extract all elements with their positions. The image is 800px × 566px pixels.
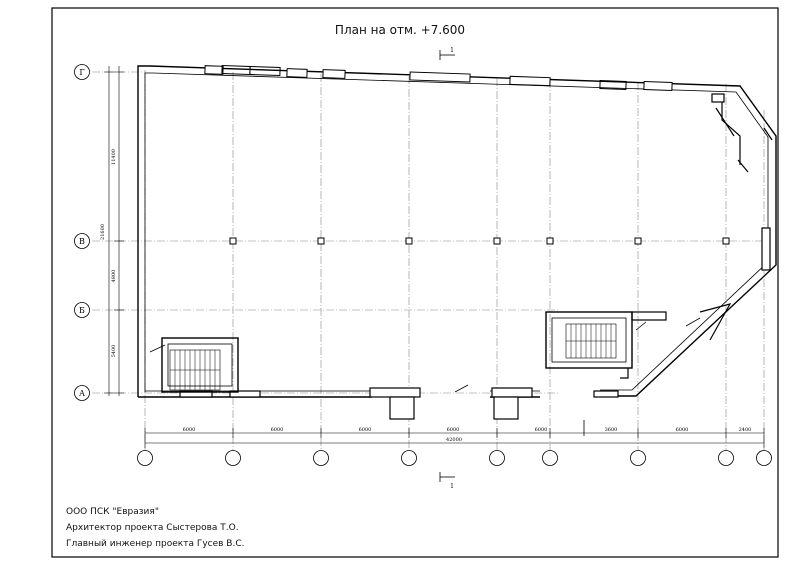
top-wall-piers (221, 64, 627, 90)
dim-vertical-1: 11400 (111, 149, 117, 165)
stair-left (149, 337, 239, 393)
dim-total-vertical: 21600 (100, 224, 106, 240)
company-name: ООО ПСК "Евразия" (66, 507, 159, 517)
dim-total-horizontal: 42000 (446, 437, 462, 443)
axis-row-V: В (74, 233, 90, 249)
section-number-bottom: 1 (450, 483, 454, 490)
axis-row-G: Г (74, 64, 90, 80)
svg-text:6000: 6000 (183, 427, 196, 433)
svg-text:Б: Б (79, 306, 85, 315)
axis-row-B: Б (74, 302, 90, 318)
horizontal-dim-labels: 6000 6000 6000 6000 6000 3600 6000 2400 … (183, 427, 752, 443)
column-axes (137, 450, 772, 466)
credits-block: ООО ПСК "Евразия" Архитектор проекта Сыс… (66, 504, 244, 552)
columns (229, 237, 730, 245)
svg-text:6000: 6000 (535, 427, 548, 433)
dim-vertical-2: 4800 (111, 270, 117, 283)
sheet-frame (51, 7, 779, 558)
svg-text:А: А (79, 389, 85, 398)
svg-text:6000: 6000 (359, 427, 372, 433)
dim-vertical-3: 5400 (111, 345, 117, 358)
stair-right (545, 303, 732, 379)
section-number-top: 1 (450, 47, 454, 54)
architect-credit: Архитектор проекта Сыстерова Т.О. (66, 523, 239, 533)
svg-text:6000: 6000 (447, 427, 460, 433)
svg-text:3600: 3600 (605, 427, 618, 433)
section-mark-bottom (439, 472, 455, 482)
axis-row-A: А (74, 385, 90, 401)
corner-element (711, 93, 773, 271)
svg-text:6000: 6000 (676, 427, 689, 433)
horizontal-dimensions (144, 428, 765, 448)
svg-text:Г: Г (79, 68, 84, 77)
drawing-title: План на отм. +7.600 (334, 23, 466, 37)
svg-text:6000: 6000 (271, 427, 284, 433)
svg-text:В: В (79, 237, 85, 246)
engineer-credit: Главный инженер проекта Гусев В.С. (66, 539, 245, 549)
bottom-openings (179, 387, 619, 420)
vertical-dimensions (104, 66, 124, 396)
outer-walls (137, 65, 777, 398)
row-axes: Г В Б А (74, 64, 90, 401)
svg-text:2400: 2400 (739, 427, 752, 433)
top-windows (204, 65, 673, 92)
section-mark-top (439, 50, 455, 60)
